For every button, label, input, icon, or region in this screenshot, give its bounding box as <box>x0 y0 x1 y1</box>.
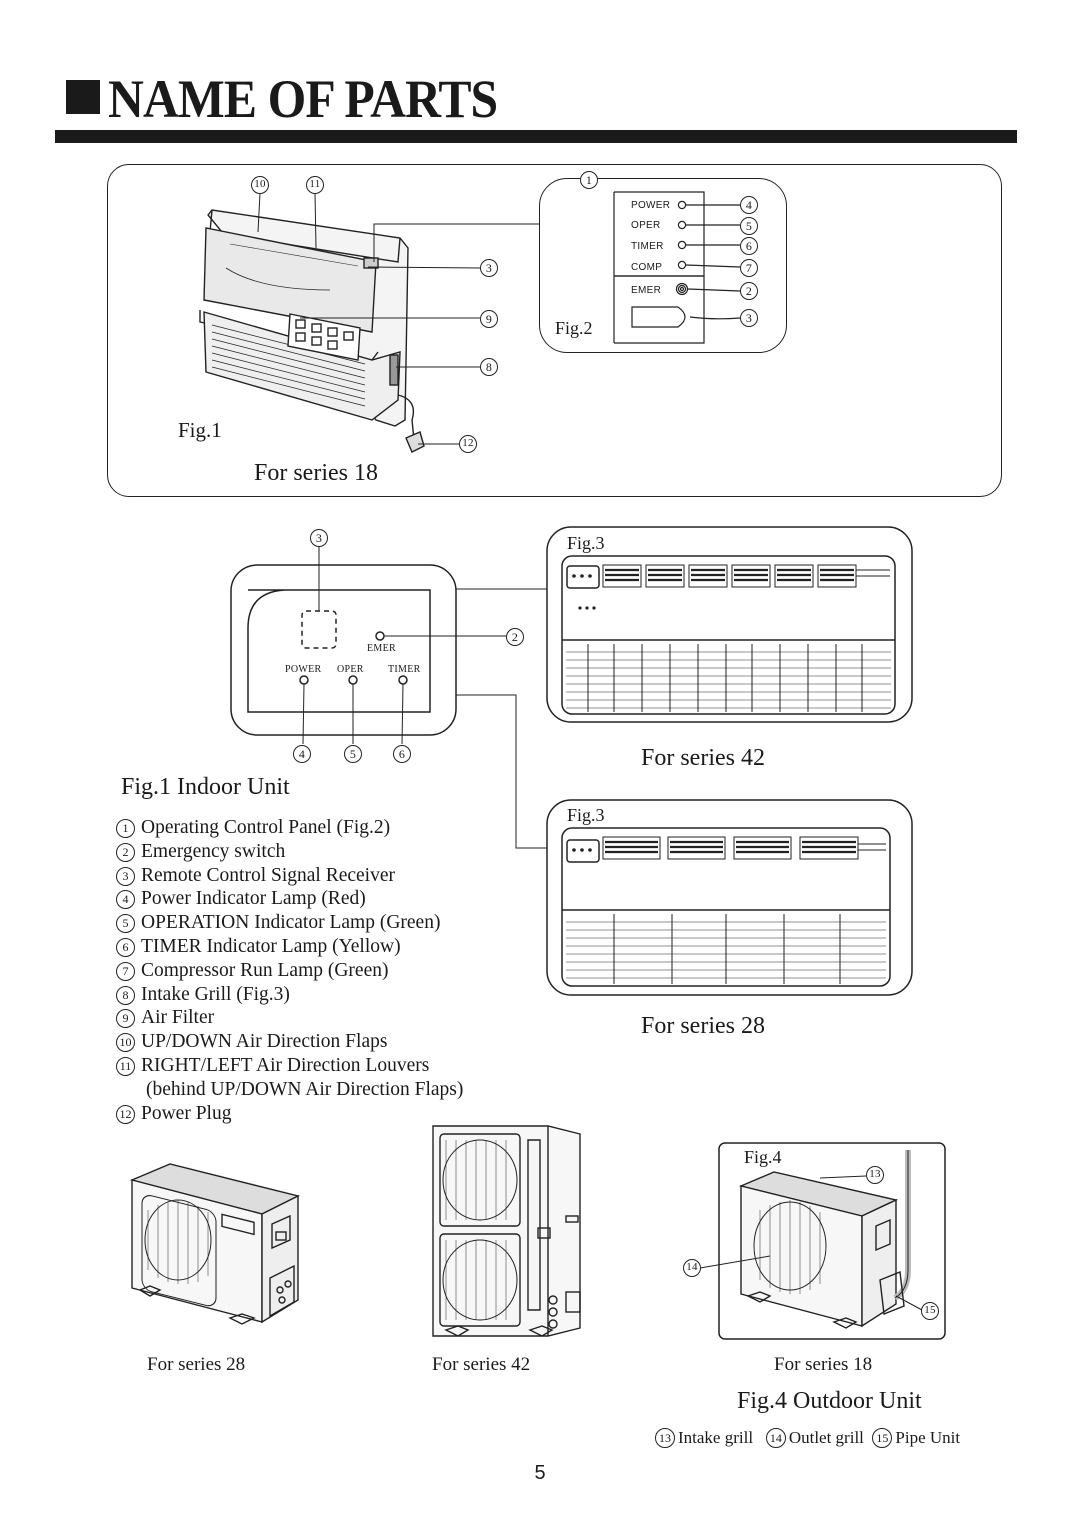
fig3-label-bottom: Fig.3 <box>567 805 605 825</box>
callout-8: 8 <box>485 360 493 374</box>
fig3-label-top: Fig.3 <box>567 533 605 553</box>
fig2-label: Fig.2 <box>555 318 593 338</box>
callout-1: 1 <box>585 173 593 187</box>
fig4-label: Fig.4 <box>744 1147 782 1167</box>
outdoor-series-28-caption: For series 28 <box>147 1354 246 1375</box>
fig1-leaders <box>257 192 540 445</box>
panel-emer-label: EMER <box>367 643 396 654</box>
fig1-label: Fig.1 <box>178 418 222 442</box>
list-item: (behind UP/DOWN Air Direction Flaps) <box>146 1078 464 1100</box>
outdoor-unit-series18-drawing <box>718 1142 946 1340</box>
callout-11: 11 <box>309 178 321 190</box>
panel-timer-label: TIMER <box>388 664 421 675</box>
callout-circles <box>251 171 939 1320</box>
panel-callout-4: 4 <box>298 747 306 761</box>
series-18-caption: For series 18 <box>254 460 378 486</box>
title-rule <box>55 130 1017 143</box>
indoor-unit-series18-drawing <box>199 209 425 453</box>
panel-callout-6: 6 <box>398 747 406 761</box>
callout-2: 2 <box>745 284 753 298</box>
callout-12: 12 <box>462 437 474 449</box>
callout-15: 15 <box>924 1304 936 1316</box>
callout-9: 9 <box>485 312 493 326</box>
panel-callout-3: 3 <box>315 531 323 545</box>
fig2-label-timer: TIMER <box>631 241 664 252</box>
callout-4: 4 <box>745 198 753 212</box>
fig1-frame <box>107 164 1002 497</box>
callout-13: 13 <box>869 1168 881 1180</box>
control-panel-leaders <box>302 546 547 849</box>
control-panel-drawing <box>230 564 457 736</box>
indoor-unit-heading: Fig.1 Indoor Unit <box>121 774 290 800</box>
outdoor-series-18-caption: For series 18 <box>774 1354 873 1375</box>
fig2-label-emer: EMER <box>631 285 662 296</box>
panel-power-label: POWER <box>285 664 322 675</box>
outdoor-unit-series42-drawing <box>432 1125 581 1337</box>
callout-6: 6 <box>745 239 753 253</box>
panel-callout-2: 2 <box>511 630 519 644</box>
page-number: 5 <box>534 1462 546 1484</box>
panel-callout-5: 5 <box>349 747 357 761</box>
page-title: NAME OF PARTS <box>108 69 498 129</box>
fig2-panel <box>613 191 741 344</box>
outdoor-series-42-caption: For series 42 <box>432 1354 531 1375</box>
fig2-label-oper: OPER <box>631 220 661 231</box>
callout-3: 3 <box>485 261 493 275</box>
title-square <box>66 80 100 114</box>
fig2-label-power: POWER <box>631 200 671 211</box>
outdoor-unit-heading: Fig.4 Outdoor Unit <box>737 1388 922 1414</box>
callout-10: 10 <box>254 178 266 190</box>
panel-oper-label: OPER <box>337 664 364 675</box>
series-28-caption: For series 28 <box>641 1013 765 1039</box>
fig3-series28-drawing <box>546 799 913 996</box>
fig2-label-comp: COMP <box>631 262 663 273</box>
fig4-leaders <box>699 1175 923 1311</box>
callout-14: 14 <box>686 1261 698 1273</box>
outdoor-unit-series28-drawing <box>129 1163 301 1325</box>
callout-7: 7 <box>745 261 753 275</box>
callout-5: 5 <box>745 219 753 233</box>
series-42-caption: For series 42 <box>641 745 765 771</box>
callout-3b: 3 <box>745 311 753 325</box>
fig2-frame <box>539 178 787 353</box>
fig3-series42-drawing <box>546 526 913 723</box>
